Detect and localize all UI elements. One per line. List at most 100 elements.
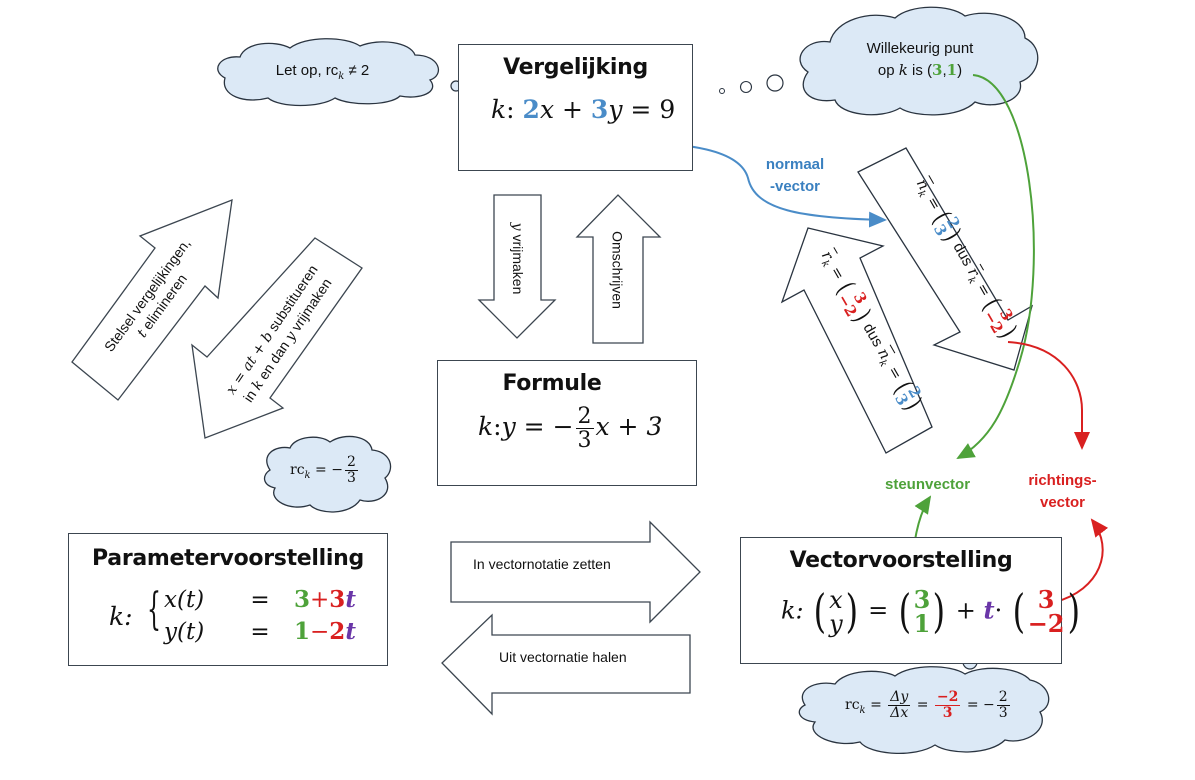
- rc-subscript: k: [304, 469, 311, 481]
- arrow-in-vectornotatie-label: In vectornotatie zetten: [473, 556, 611, 572]
- var-y: y: [509, 222, 525, 231]
- param-k: k:: [109, 602, 133, 631]
- thought-bubble: [719, 88, 725, 94]
- thought-bubble: [739, 80, 753, 94]
- arrow-omschrijven: [575, 194, 662, 344]
- rc-label: rc: [290, 462, 305, 479]
- dus: dus: [859, 320, 887, 350]
- arrow-in-vectornotatie: [450, 520, 701, 624]
- eq-sign: =: [870, 697, 882, 714]
- arrow-stelsel: [71, 198, 233, 401]
- box-parametervoorstelling: Parametervoorstelling k: { x(t)=3+3t y(t…: [68, 533, 388, 666]
- rc-label: rc: [845, 697, 860, 714]
- denominator: Δx: [890, 704, 909, 721]
- var-y: y: [608, 95, 623, 124]
- denominator: 3: [998, 704, 1008, 721]
- cloud-rc-formule: [263, 435, 392, 513]
- connector-vector-to-richtingsvector: [1054, 518, 1109, 603]
- numerator: 2: [575, 404, 594, 430]
- arrow-rk-to-nk: [780, 227, 933, 454]
- direction-x: 3: [1037, 585, 1055, 614]
- numerator: 2: [996, 689, 1010, 706]
- arrow-y-vrijmaken: [477, 194, 557, 339]
- param-t: t: [983, 595, 995, 625]
- coef: 2: [329, 618, 346, 646]
- arrow-uit-vectornotatie-label: Uit vectornatie halen: [499, 649, 627, 665]
- constant: 3: [294, 586, 311, 613]
- var-k: k: [491, 95, 507, 124]
- eq-sign: =: [826, 263, 849, 284]
- point-x: 3: [932, 60, 943, 79]
- operator: −: [310, 619, 330, 646]
- eq-sign: = −: [310, 462, 343, 479]
- support-y: 1: [913, 609, 931, 638]
- box-title: Formule: [502, 371, 602, 396]
- eq-sign: =: [250, 587, 270, 613]
- let-op-subscript: k: [338, 71, 345, 82]
- constant: 9: [659, 95, 676, 124]
- param-row-x: x(t)=3+3t: [164, 584, 356, 616]
- numerator: Δy: [888, 689, 911, 706]
- text-fragment: ): [957, 61, 963, 79]
- willekeurig-line1: Willekeurig punt: [866, 40, 974, 57]
- direction-y: −2: [1027, 609, 1065, 638]
- eq-sign: =: [250, 619, 270, 646]
- colon: :: [506, 95, 515, 124]
- cloud-rc-vector: [798, 666, 1050, 754]
- equation: k: 2x + 3y = 9: [491, 95, 675, 124]
- arrow-nk-to-rk: [857, 147, 1034, 371]
- eq-sign: =: [884, 362, 907, 383]
- label-text: Omschrijven: [609, 231, 626, 309]
- denominator: 3: [577, 428, 592, 454]
- label-normaalvector: normaal -vector: [760, 154, 830, 198]
- arrow-omschrijven-label: Omschrijven: [610, 213, 626, 328]
- var-k: k:: [109, 602, 133, 631]
- denominator: 3: [346, 469, 356, 486]
- willekeurig-line2: op k is (3,1): [820, 60, 1020, 82]
- support-x: 3: [913, 585, 931, 614]
- let-op-value: ≠ 2: [344, 62, 370, 79]
- eq-sign: =: [868, 596, 889, 625]
- connector-rk-to-richtingsvector: [1007, 341, 1090, 450]
- lhs: x(t): [164, 587, 205, 613]
- dus: dus: [949, 239, 977, 270]
- thought-bubble: [766, 74, 784, 92]
- eq-sign: = −: [966, 697, 995, 714]
- label-line1: normaal: [765, 156, 825, 173]
- param-system: x(t)=3+3t y(t)=1−2t: [164, 584, 356, 648]
- param-t: t: [345, 618, 356, 646]
- eq-sign: = −: [523, 412, 574, 442]
- eq-sign: =: [972, 279, 995, 300]
- var-k: k: [898, 60, 908, 79]
- box-title: Parametervoorstelling: [92, 546, 364, 571]
- label-richtingsvector: richtings- vector: [1020, 470, 1105, 514]
- connector-punt-to-steunvector: [956, 74, 1035, 459]
- point-y: 1: [946, 60, 958, 79]
- constant: 1: [294, 618, 311, 646]
- text-fragment: is (: [907, 61, 933, 79]
- eq-sign: =: [923, 193, 945, 214]
- param-row-y: y(t)=1−2t: [164, 616, 356, 648]
- cloud-let-op: [217, 38, 440, 107]
- denominator: 3: [942, 704, 953, 721]
- box-title: Vergelijking: [503, 55, 648, 80]
- label-line1: richtings-: [1028, 472, 1097, 489]
- arrow-substitueren: [191, 237, 363, 439]
- var-y: y: [501, 412, 516, 442]
- label-text: vrijmaken: [510, 230, 526, 295]
- dot: ·: [994, 596, 1003, 625]
- direction-vector: 3−2: [1028, 588, 1065, 636]
- label-line2: vector: [1039, 493, 1086, 511]
- box-title: Vectorvoorstelling: [789, 548, 1013, 573]
- box-vergelijking: Vergelijking k: 2x + 3y = 9: [458, 44, 693, 171]
